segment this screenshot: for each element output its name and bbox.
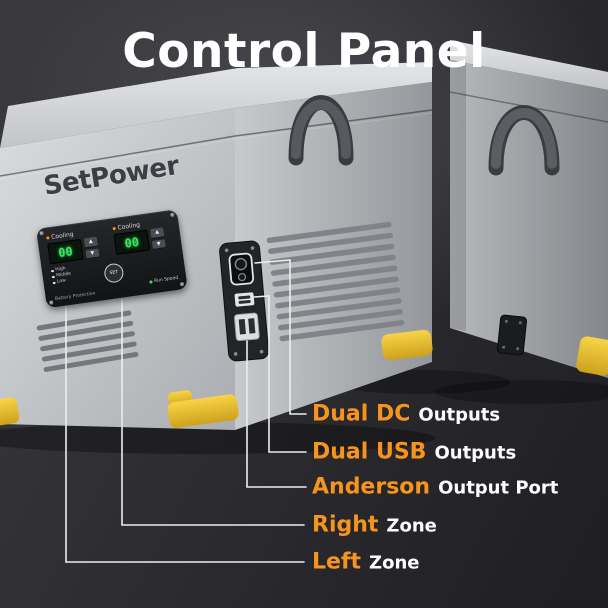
battery-protection-label: Battery Protection — [54, 291, 96, 303]
right-temp-up-button: ▲ — [150, 227, 165, 239]
level-led-icon — [51, 275, 55, 279]
left-fridge-unit — [0, 62, 433, 430]
callout-rest: Zone — [369, 552, 420, 574]
callout-lines — [65, 259, 307, 563]
right-unit-lid — [450, 40, 608, 90]
callout-right-zone: Right Zone — [312, 513, 437, 538]
set-button: SET — [103, 262, 125, 284]
callout-highlight: Anderson — [312, 474, 431, 500]
callout-rest: Output Port — [438, 477, 559, 499]
lid-handle — [291, 99, 351, 159]
callout-rest: Outputs — [418, 404, 501, 426]
callout-highlight: Left — [312, 549, 362, 575]
left-edge-foot — [0, 397, 20, 426]
callout-highlight: Right — [312, 512, 379, 538]
callout-line-left-zone — [65, 305, 305, 563]
callout-highlight: Dual USB — [312, 439, 427, 465]
right-unit-handle — [491, 108, 557, 169]
callout-rest: Outputs — [434, 442, 517, 464]
run-speed-label: Run Speed — [153, 275, 179, 285]
callout-line-dual-usb — [253, 295, 307, 453]
callout-dual-usb: Dual USB Outputs — [312, 440, 516, 465]
screw-icon — [49, 300, 54, 305]
left-temp-up-button: ▲ — [83, 236, 98, 248]
front-corner-foot — [167, 390, 239, 428]
level-low-label: Low — [56, 278, 67, 285]
lid-seam — [0, 109, 433, 177]
side-corner-foot — [381, 329, 433, 361]
right-temp-down-button: ▼ — [151, 238, 166, 250]
level-led-icon — [50, 269, 54, 273]
callout-rest: Zone — [386, 515, 437, 537]
screw-icon — [179, 281, 185, 287]
right-unit-corner-foot — [576, 336, 608, 376]
right-unit-side-panel — [450, 60, 608, 378]
anderson-output-port — [234, 312, 260, 342]
callout-left-zone: Left Zone — [312, 550, 419, 575]
cooling-led-icon — [112, 226, 116, 231]
run-speed-indicator: Run Speed — [149, 275, 179, 285]
left-zone-display: 00 — [47, 238, 84, 265]
dual-dc-outputs — [228, 252, 255, 286]
right-unit-port-cover — [496, 314, 528, 356]
callout-line-anderson — [246, 340, 307, 488]
right-zone-controls: Cooling 00 ▲ ▼ — [112, 217, 176, 256]
battery-level-indicators: High Middle Low — [50, 266, 73, 287]
page-title: Control Panel — [122, 24, 486, 79]
right-zone-display: 00 — [113, 229, 151, 256]
fridge-lid-top — [0, 62, 432, 148]
callout-anderson: Anderson Output Port — [312, 475, 558, 500]
callout-line-right-zone — [121, 299, 305, 526]
left-face-vent-grille — [36, 310, 139, 372]
left-temp-down-button: ▼ — [85, 248, 100, 260]
dual-usb-outputs — [234, 292, 255, 307]
screw-icon — [39, 230, 44, 236]
callout-highlight: Dual DC — [312, 401, 411, 427]
level-led-icon — [52, 281, 56, 285]
output-port-panel — [219, 240, 269, 362]
right-fridge-unit — [449, 40, 608, 378]
callout-line-dual-dc — [254, 259, 307, 415]
speed-led-icon — [149, 280, 153, 284]
callout-dual-dc: Dual DC Outputs — [312, 402, 500, 427]
side-vent-grille — [266, 221, 405, 342]
left-zone-controls: Cooling 00 ▲ ▼ — [46, 226, 110, 265]
cooling-led-icon — [46, 236, 50, 240]
